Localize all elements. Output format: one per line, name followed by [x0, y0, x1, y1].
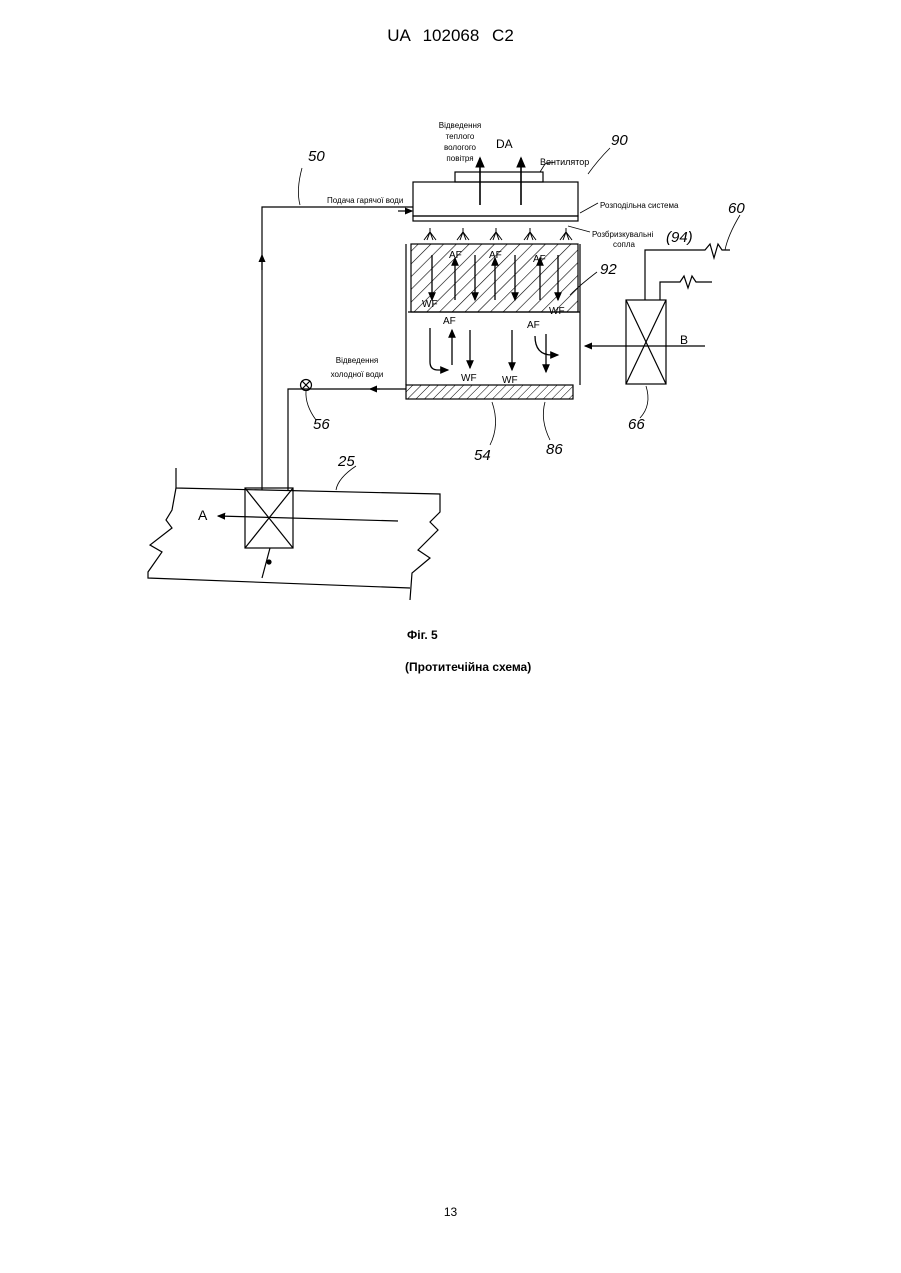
label-da: DA [496, 137, 513, 151]
ref-25: 25 [337, 453, 355, 470]
label-warm-air-3: вологого [444, 143, 477, 152]
label-af: AF [533, 254, 546, 265]
spray-nozzles [424, 228, 572, 240]
label-af: AF [489, 250, 502, 261]
label-distribution: Розподільна система [600, 201, 679, 210]
figure-caption: Фіг. 5 [407, 628, 438, 642]
label-af: AF [527, 320, 540, 331]
ref-92: 92 [600, 261, 617, 278]
label-wf: WF [549, 306, 565, 317]
ref-94: (94) [666, 229, 693, 246]
label-nozzles-2: сопла [613, 240, 636, 249]
label-nozzles-1: Розбризкувальні [592, 230, 654, 239]
ref-60: 60 [728, 200, 745, 217]
label-warm-air-4: повітря [446, 154, 473, 163]
label-a: A [198, 507, 208, 523]
label-af: AF [443, 316, 456, 327]
ref-56: 56 [313, 416, 330, 433]
label-wf: WF [422, 299, 438, 310]
label-b: B [680, 333, 688, 347]
page-number: 13 [0, 1205, 901, 1219]
patent-figure: Відведення теплого вологого повітря DA В… [0, 0, 901, 700]
label-warm-air-2: теплого [446, 132, 475, 141]
ref-90: 90 [611, 132, 628, 149]
ref-66: 66 [628, 416, 645, 433]
label-wf: WF [461, 373, 477, 384]
ref-50: 50 [308, 148, 325, 165]
label-wf: WF [502, 375, 518, 386]
ref-54: 54 [474, 447, 491, 464]
label-warm-air-1: Відведення [439, 121, 482, 130]
label-af: AF [449, 250, 462, 261]
label-hot-water: Подача гарячої води [327, 196, 403, 205]
label-cold-water-2: холодної води [331, 370, 384, 379]
ref-86: 86 [546, 441, 563, 458]
label-cold-water-1: Відведення [336, 356, 379, 365]
figure-subcaption: (Протитечійна схема) [405, 660, 531, 674]
process-line-25 [148, 468, 440, 600]
label-fan: Вентилятор [540, 157, 589, 167]
heat-exchanger-66 [626, 300, 666, 384]
